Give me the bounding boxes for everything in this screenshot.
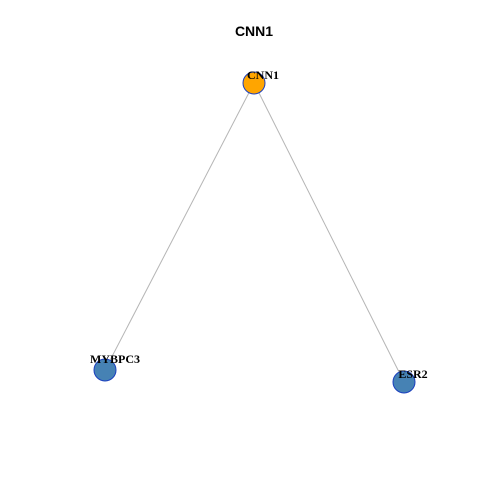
node-cnn1 xyxy=(242,71,266,95)
node-label-esr2: ESR2 xyxy=(398,367,427,381)
edges-layer xyxy=(104,82,405,383)
graph-title: CNN1 xyxy=(235,23,273,39)
node-mybpc3 xyxy=(93,358,117,382)
nodes-layer xyxy=(93,71,416,394)
edge-cnn1-mybpc3 xyxy=(104,82,255,371)
node-label-cnn1: CNN1 xyxy=(247,68,279,82)
node-esr2 xyxy=(392,370,416,394)
node-label-mybpc3: MYBPC3 xyxy=(90,352,140,366)
edge-cnn1-esr2 xyxy=(253,82,405,383)
